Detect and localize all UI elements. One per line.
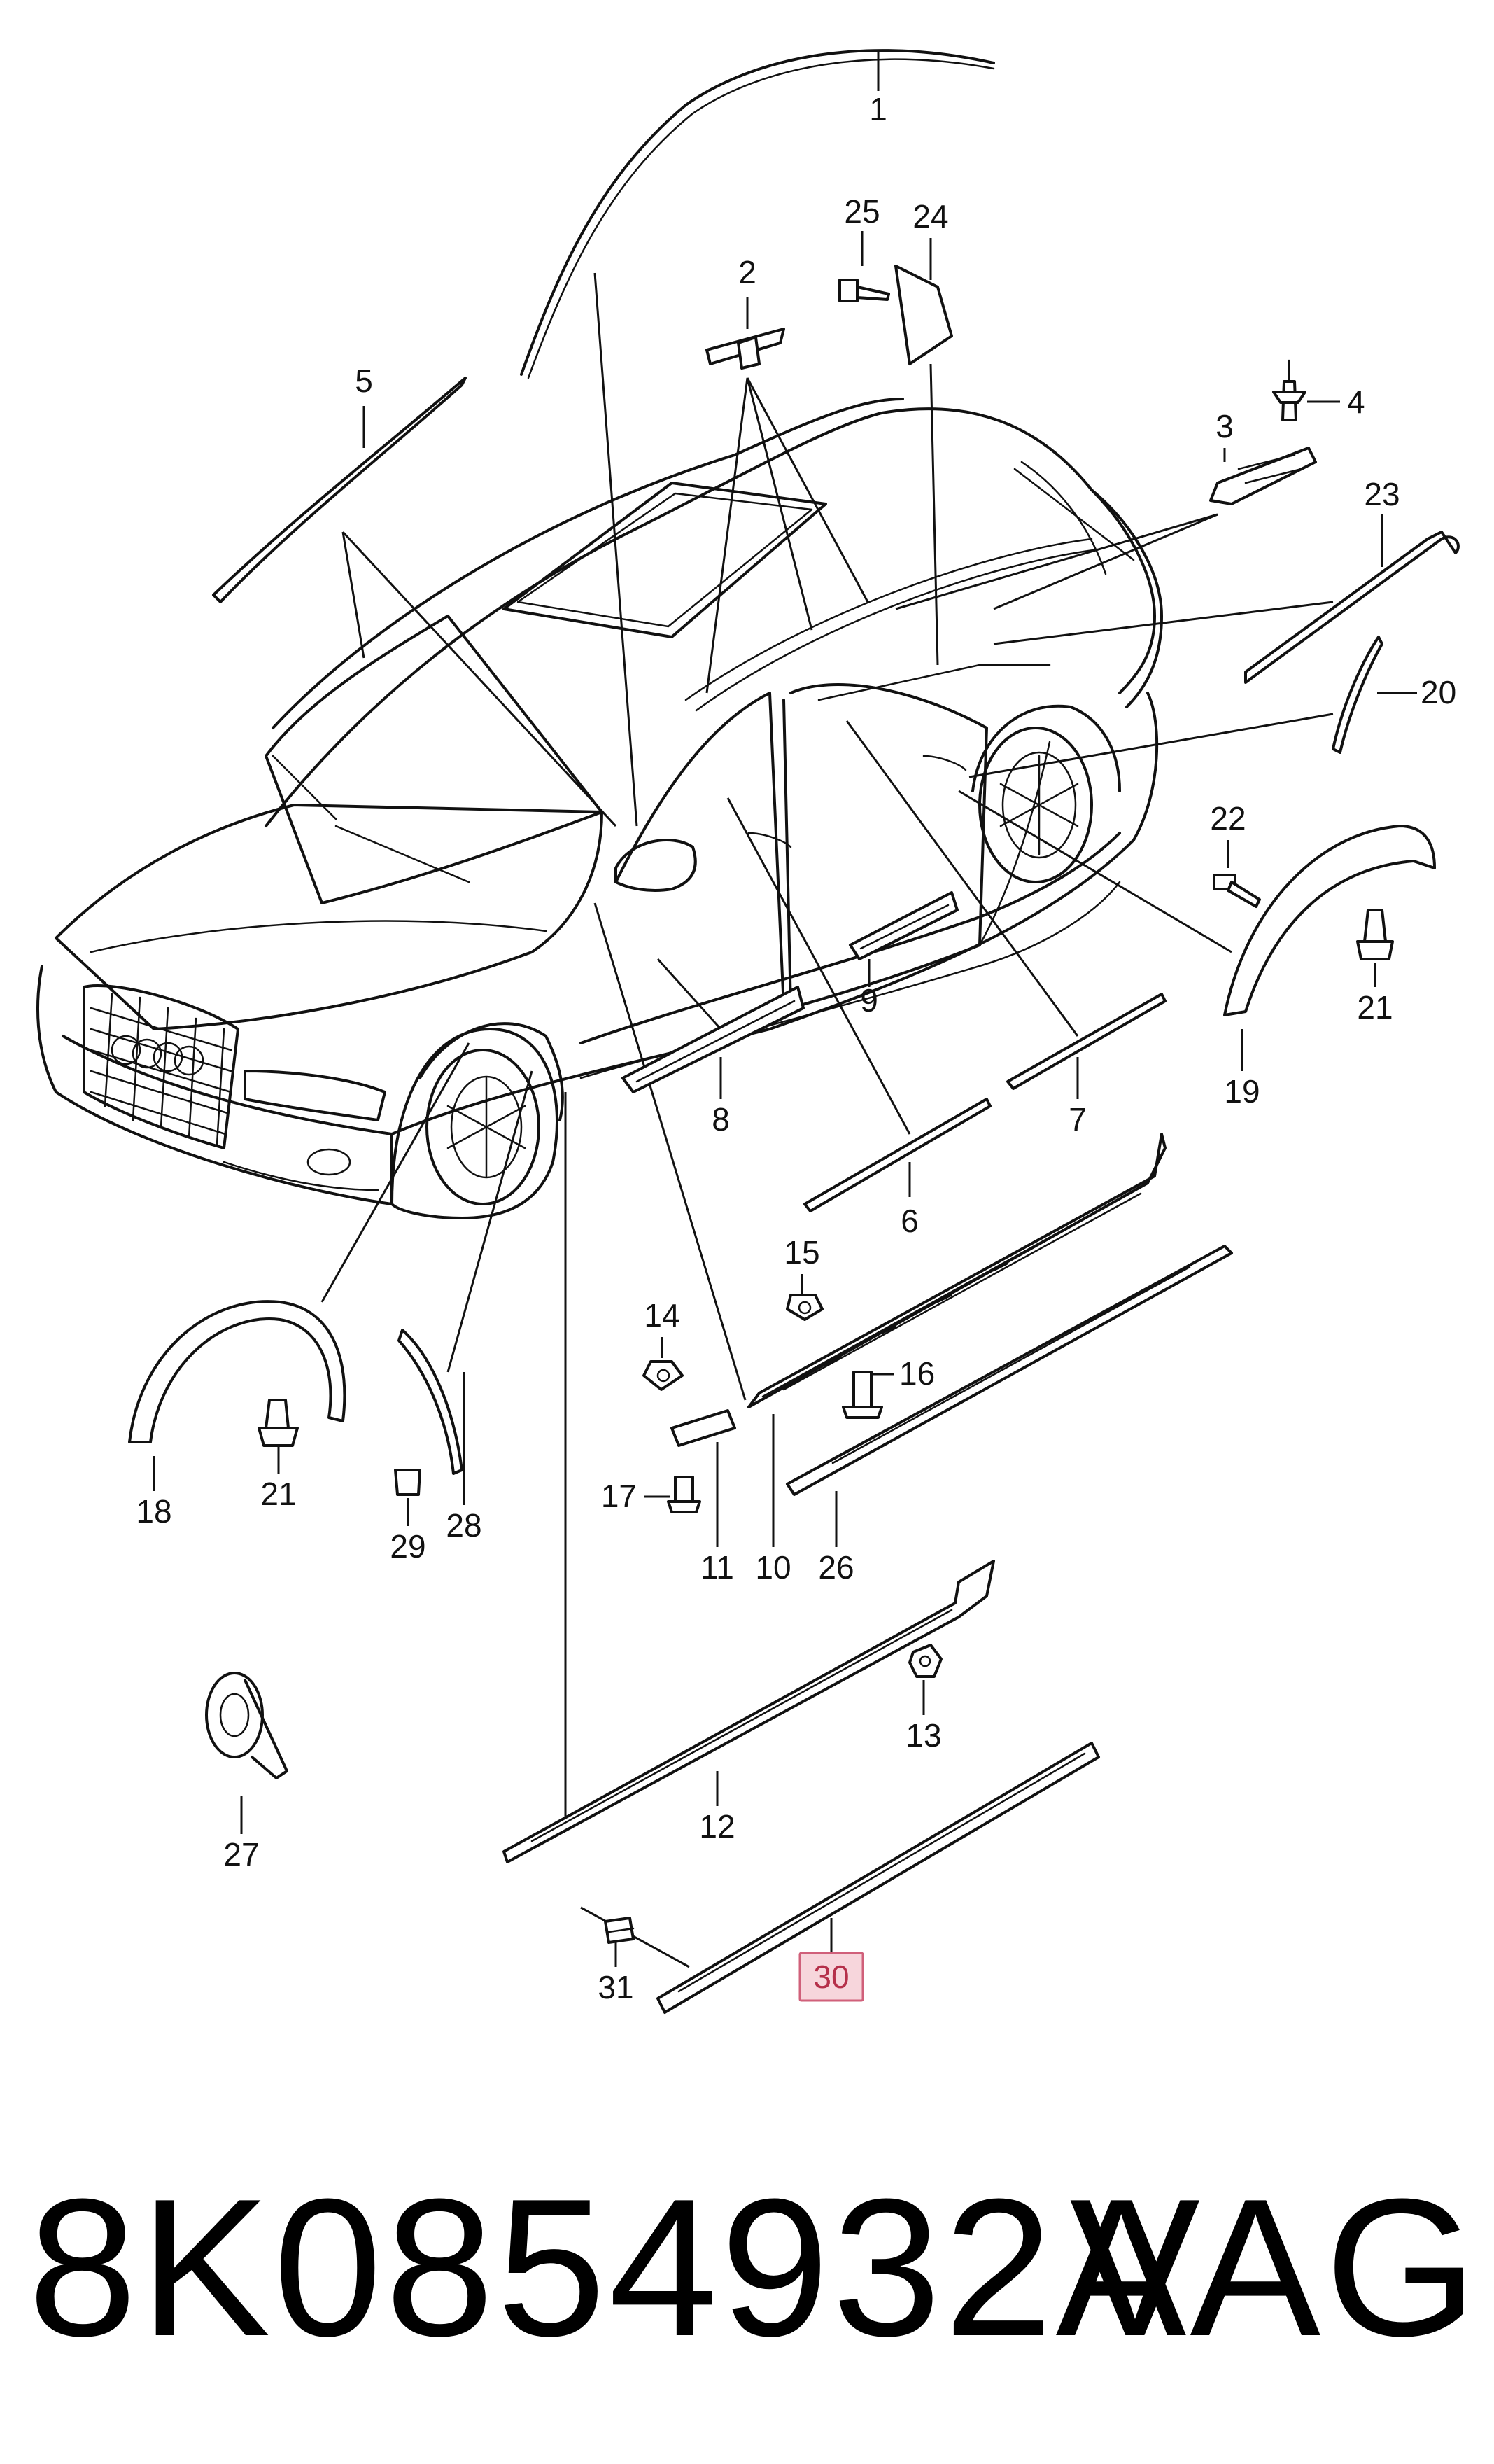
part-5-trim-strip xyxy=(212,377,467,603)
part-13-nut xyxy=(908,1644,943,1678)
callout-30-highlight: 30 xyxy=(798,1952,864,2002)
front-wheel xyxy=(390,1028,558,1219)
part-9-sill-plate xyxy=(849,891,959,960)
part-23-trim xyxy=(1244,531,1460,684)
callout-25: 25 xyxy=(844,193,880,230)
callout-28: 28 xyxy=(446,1507,481,1544)
callout-9: 9 xyxy=(860,982,878,1018)
part-16-screw xyxy=(842,1371,883,1419)
callout-3: 3 xyxy=(1215,408,1234,444)
part-18-wheel-arch-trim xyxy=(128,1300,346,1443)
callout-2: 2 xyxy=(738,254,756,290)
callout-10: 10 xyxy=(755,1549,791,1586)
brand-label: VAG xyxy=(1069,2159,1481,2377)
part-3-bracket xyxy=(1209,447,1317,505)
callout-31: 31 xyxy=(598,1969,633,2005)
callout-17: 17 xyxy=(601,1478,637,1514)
part-31-clip xyxy=(604,1917,635,1944)
callout-21-left: 21 xyxy=(260,1476,296,1512)
part-26-long-strip xyxy=(786,1245,1233,1496)
part-11-bracket xyxy=(670,1409,736,1447)
callout-4: 4 xyxy=(1347,384,1365,420)
callout-24: 24 xyxy=(912,198,948,234)
callout-27: 27 xyxy=(223,1836,259,1872)
highlight-box xyxy=(798,1952,864,2002)
part-7-strip xyxy=(1006,993,1167,1090)
audi-rings-logo xyxy=(111,1035,204,1076)
callout-labels: 1 2 3 4 5 6 7 8 9 10 11 12 13 14 15 16 1… xyxy=(136,91,1456,2005)
part-21-clip-left xyxy=(258,1399,299,1447)
callout-19: 19 xyxy=(1224,1073,1260,1110)
callout-23: 23 xyxy=(1364,476,1400,512)
part-8-sill-plate xyxy=(621,986,805,1093)
callout-30: 30 xyxy=(813,1959,849,1995)
callout-15: 15 xyxy=(784,1234,819,1270)
parts xyxy=(128,49,1460,2014)
callout-12: 12 xyxy=(699,1808,735,1844)
part-28-strip xyxy=(397,1329,463,1475)
part-4-rivet xyxy=(1272,359,1306,421)
part-19-wheel-arch-trim xyxy=(1223,825,1436,1016)
part-number: 8K0854932A xyxy=(28,2159,1190,2377)
part-14-clip xyxy=(642,1360,684,1391)
part-30-sill-trim xyxy=(656,1742,1100,2014)
callout-8: 8 xyxy=(712,1101,730,1138)
part-22-screw xyxy=(1213,874,1261,908)
part-12-long-trim xyxy=(502,1560,995,1863)
part-29-clip xyxy=(394,1469,421,1496)
part-25-screw xyxy=(838,279,890,302)
rear-wheel xyxy=(978,727,1093,883)
callout-21-right: 21 xyxy=(1357,989,1393,1026)
callout-6: 6 xyxy=(901,1203,919,1239)
part-6-strip xyxy=(803,1098,992,1212)
part-15-clip xyxy=(786,1294,824,1321)
part-24-triangle-cover xyxy=(894,265,953,365)
callout-13: 13 xyxy=(905,1717,941,1754)
part-20-strip xyxy=(1332,636,1383,754)
part-17-screw xyxy=(667,1476,701,1513)
part-2-clip xyxy=(705,328,785,370)
callout-14: 14 xyxy=(644,1297,679,1334)
callout-26: 26 xyxy=(818,1549,854,1586)
callout-29: 29 xyxy=(390,1528,425,1564)
leader-lines xyxy=(153,52,1417,1968)
car-body xyxy=(36,398,1163,1219)
callout-20: 20 xyxy=(1421,674,1456,710)
callout-7: 7 xyxy=(1069,1101,1087,1138)
part-10-sill-trim xyxy=(747,1133,1167,1408)
callout-11: 11 xyxy=(700,1549,734,1586)
part-21-clip-right xyxy=(1356,909,1394,960)
callout-18: 18 xyxy=(136,1493,171,1530)
callout-5: 5 xyxy=(355,363,373,399)
part-1-roof-trim xyxy=(520,49,995,376)
callout-22: 22 xyxy=(1210,800,1246,836)
part-27-tape-roll xyxy=(205,1672,288,1779)
callout-1: 1 xyxy=(869,91,887,127)
callout-16: 16 xyxy=(899,1355,935,1392)
